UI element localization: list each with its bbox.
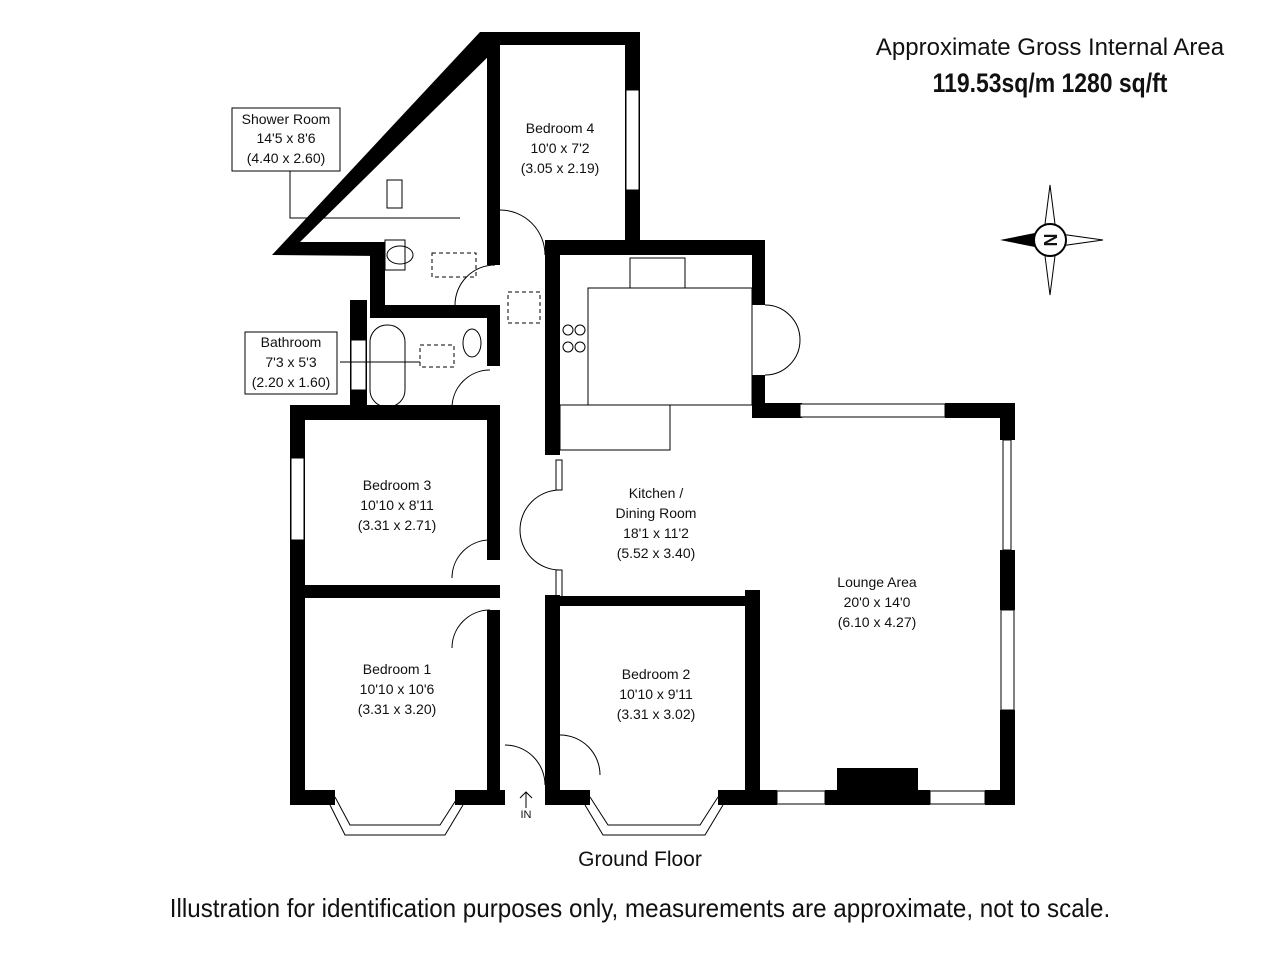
area-value: 119.53sq/m 1280 sq/ft	[932, 68, 1168, 98]
compass-icon: N	[1000, 184, 1104, 296]
svg-text:Shower Room: Shower Room	[242, 111, 331, 127]
svg-text:Bedroom 1: Bedroom 1	[363, 661, 432, 677]
svg-text:(3.31 x 3.20): (3.31 x 3.20)	[358, 701, 437, 717]
svg-text:10'0 x 7'2: 10'0 x 7'2	[530, 140, 589, 156]
svg-text:18'1 x 11'2: 18'1 x 11'2	[623, 525, 689, 541]
svg-text:Bedroom 3: Bedroom 3	[363, 477, 432, 493]
svg-text:Kitchen /: Kitchen /	[629, 485, 684, 501]
walls	[272, 32, 1015, 836]
svg-text:Bathroom: Bathroom	[261, 334, 322, 350]
svg-text:14'5 x 8'6: 14'5 x 8'6	[256, 130, 315, 146]
svg-text:(5.52 x 3.40): (5.52 x 3.40)	[617, 545, 696, 561]
fixtures	[289, 140, 801, 786]
svg-text:10'10 x 9'11: 10'10 x 9'11	[619, 686, 693, 702]
svg-text:20'0 x 14'0: 20'0 x 14'0	[844, 594, 911, 610]
room-bedroom-1: Bedroom 1 10'10 x 10'6 (3.31 x 3.20)	[358, 661, 437, 717]
svg-text:Dining Room: Dining Room	[616, 505, 697, 521]
svg-text:Bedroom 4: Bedroom 4	[526, 120, 595, 136]
floor-label: Ground Floor	[578, 848, 702, 871]
svg-text:7'3 x 5'3: 7'3 x 5'3	[265, 354, 316, 370]
area-title: Approximate Gross Internal Area	[875, 34, 1225, 61]
room-shower-room: Shower Room 14'5 x 8'6 (4.40 x 2.60)	[231, 107, 341, 172]
room-bedroom-3: Bedroom 3 10'10 x 8'11 (3.31 x 2.71)	[358, 477, 437, 533]
svg-text:(3.31 x 2.71): (3.31 x 2.71)	[358, 517, 437, 533]
room-lounge: Lounge Area 20'0 x 14'0 (6.10 x 4.27)	[837, 574, 917, 630]
room-kitchen-dining: Kitchen / Dining Room 18'1 x 11'2 (5.52 …	[616, 485, 697, 561]
svg-text:(3.05 x 2.19): (3.05 x 2.19)	[521, 160, 600, 176]
svg-text:Lounge Area: Lounge Area	[837, 574, 917, 590]
svg-text:10'10 x 8'11: 10'10 x 8'11	[360, 497, 434, 513]
svg-text:10'10 x 10'6: 10'10 x 10'6	[360, 681, 435, 697]
svg-text:(4.40 x 2.60): (4.40 x 2.60)	[247, 150, 326, 166]
svg-text:(2.20 x 1.60): (2.20 x 1.60)	[252, 374, 331, 390]
entrance-marker: IN	[519, 791, 533, 821]
svg-text:IN: IN	[521, 809, 532, 821]
disclaimer: Illustration for identification purposes…	[169, 893, 1111, 923]
room-bedroom-4: Bedroom 4 10'0 x 7'2 (3.05 x 2.19)	[521, 120, 600, 176]
svg-text:(6.10 x 4.27): (6.10 x 4.27)	[838, 614, 917, 630]
room-bathroom: Bathroom 7'3 x 5'3 (2.20 x 1.60)	[244, 331, 338, 395]
svg-text:N: N	[1041, 234, 1061, 247]
area-header: Approximate Gross Internal Area 119.53sq…	[850, 34, 1250, 99]
room-bedroom-2: Bedroom 2 10'10 x 9'11 (3.31 x 3.02)	[617, 666, 696, 722]
svg-text:Bedroom 2: Bedroom 2	[622, 666, 691, 682]
svg-text:(3.31 x 3.02): (3.31 x 3.02)	[617, 706, 696, 722]
